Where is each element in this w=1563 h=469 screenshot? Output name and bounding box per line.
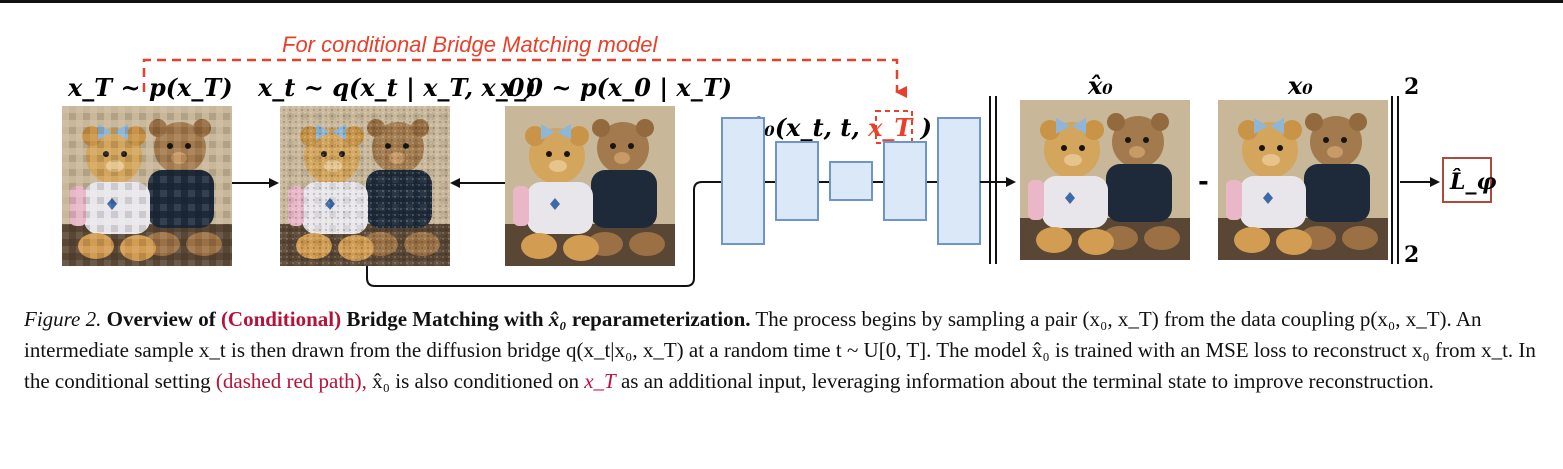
caption-title-math: x̂₀ — [548, 307, 567, 331]
norm-subscript: 2 — [1404, 242, 1419, 268]
label-xt: x_t ~ q(x_t | x_T, x_0) — [257, 73, 536, 102]
caption-title-3: reparameterization. — [571, 307, 751, 331]
net-block-3 — [829, 161, 873, 201]
caption-sentence-2: from the data coupling p(x₀, x_T). An in… — [24, 307, 1482, 362]
bridge-matching-diagram: For conditional Bridge Matching model x_… — [0, 0, 1563, 287]
image-x0 — [505, 106, 675, 266]
caption-title-1: Overview of — [106, 307, 216, 331]
caption-sentence-3b: x̂₀ is also — [372, 369, 449, 393]
svg-text:x̂₀(x_t, t, x_T ): x̂₀(x_t, t, x_T ) — [749, 113, 932, 142]
caption-title-conditional: (Conditional) — [220, 307, 342, 331]
net-block-2 — [775, 141, 819, 221]
caption-red-path: (dashed red path), — [215, 369, 367, 393]
path-xt-to-network — [366, 181, 722, 287]
label-xT: x_T ~ p(x_T) — [67, 73, 233, 102]
image-xt — [280, 106, 450, 266]
figure-caption: Figure 2. Overview of (Conditional) Brid… — [24, 304, 1539, 397]
image-pred — [1020, 100, 1190, 260]
figure-label: Figure 2. — [24, 307, 102, 331]
label-x0: x_0 ~ p(x_0 | x_T) — [499, 73, 732, 102]
caption-sentence-4a: conditioned on — [453, 369, 579, 393]
model-label-prefix: x̂₀(x_t, t, — [749, 113, 860, 142]
image-target — [1218, 100, 1388, 260]
model-label-suffix: ) — [920, 113, 932, 142]
norm-superscript: 2 — [1404, 74, 1419, 100]
net-block-4 — [883, 141, 927, 221]
caption-title-2: Bridge Matching with — [346, 307, 544, 331]
net-block-5 — [937, 117, 981, 245]
caption-sentence-3a: t ~ U[0, T]. The model x̂₀ is trained wi… — [24, 338, 1536, 393]
conditional-label: For conditional Bridge Matching model — [282, 32, 659, 57]
net-block-1 — [721, 117, 765, 245]
conditional-dashed-path: For conditional Bridge Matching model — [142, 32, 907, 98]
label-target: x₀ — [1287, 71, 1313, 100]
caption-sentence-1: The process begins by sampling a pair (x… — [755, 307, 1159, 331]
loss-label: L̂_φ — [1449, 169, 1496, 195]
label-pred: x̂₀ — [1087, 71, 1113, 100]
network-blocks — [721, 117, 981, 245]
loss-box — [1442, 157, 1492, 203]
top-rule — [0, 0, 1563, 3]
minus-sign: - — [1198, 167, 1209, 197]
caption-sentence-4b: as an additional input, leveraging infor… — [620, 369, 1434, 393]
image-xT — [62, 106, 232, 266]
caption-red-xT: x_T — [584, 369, 616, 393]
model-label-cond: x_T — [867, 113, 914, 142]
